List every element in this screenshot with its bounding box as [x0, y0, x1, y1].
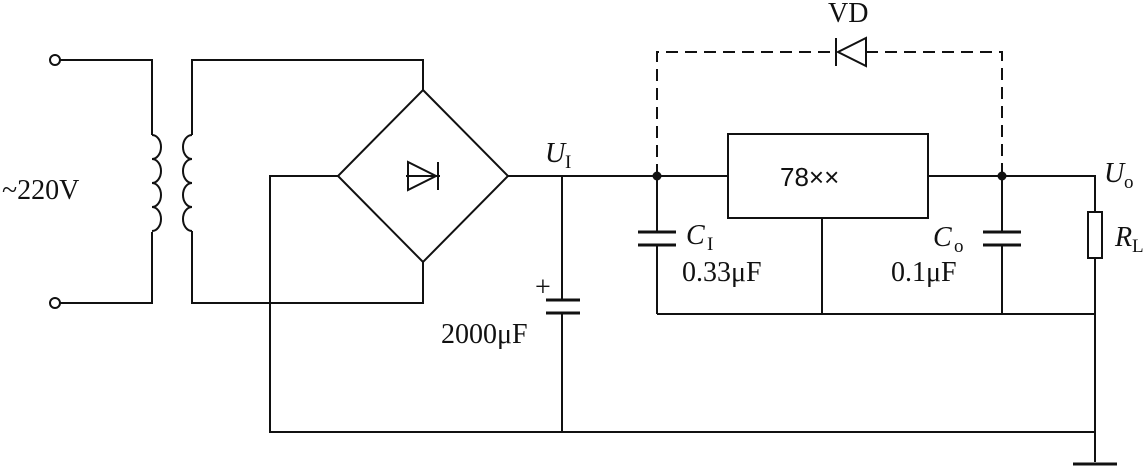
input-cap-subscript: I [707, 234, 713, 255]
output-capacitor [983, 176, 1021, 314]
input-voltage-subscript: I [565, 152, 571, 173]
filter-capacitor [546, 176, 580, 432]
output-cap-subscript: o [954, 236, 964, 257]
transformer-primary-coil [151, 134, 162, 232]
output-cap-value: 0.1μF [891, 257, 957, 288]
diode-vd-icon [835, 36, 867, 68]
transformer-secondary-coil [182, 134, 193, 232]
output-cap-label: C [933, 222, 952, 253]
output-voltage-subscript: o [1124, 172, 1134, 193]
input-cap-value: 0.33μF [682, 257, 762, 288]
input-voltage-label: U [545, 138, 567, 169]
load-resistor-label: R [1114, 222, 1132, 253]
input-terminal-bottom [49, 297, 61, 309]
bridge-rectifier [336, 88, 510, 264]
bridge-diode-icon [406, 160, 440, 192]
diode-vd-label: VD [828, 0, 868, 29]
filter-cap-value: 2000μF [441, 319, 528, 350]
ac-source-label: ~220V [2, 175, 79, 206]
load-resistor [1087, 211, 1103, 432]
output-voltage-label: U [1104, 158, 1126, 189]
transformer [151, 59, 424, 304]
input-cap-label: C [686, 220, 705, 251]
regulator-block [727, 133, 929, 219]
protection-diode-vd [656, 36, 1003, 176]
input-capacitor [638, 176, 676, 314]
input-terminal-top [49, 54, 61, 66]
junction-dot [997, 171, 1007, 181]
ac-input-terminals [49, 54, 153, 309]
load-resistor-subscript: L [1132, 236, 1144, 257]
regulator-label: 78×× [780, 162, 839, 192]
filter-cap-polarity: + [535, 272, 551, 303]
junction-dot [652, 171, 662, 181]
bridge-diamond [336, 88, 510, 264]
